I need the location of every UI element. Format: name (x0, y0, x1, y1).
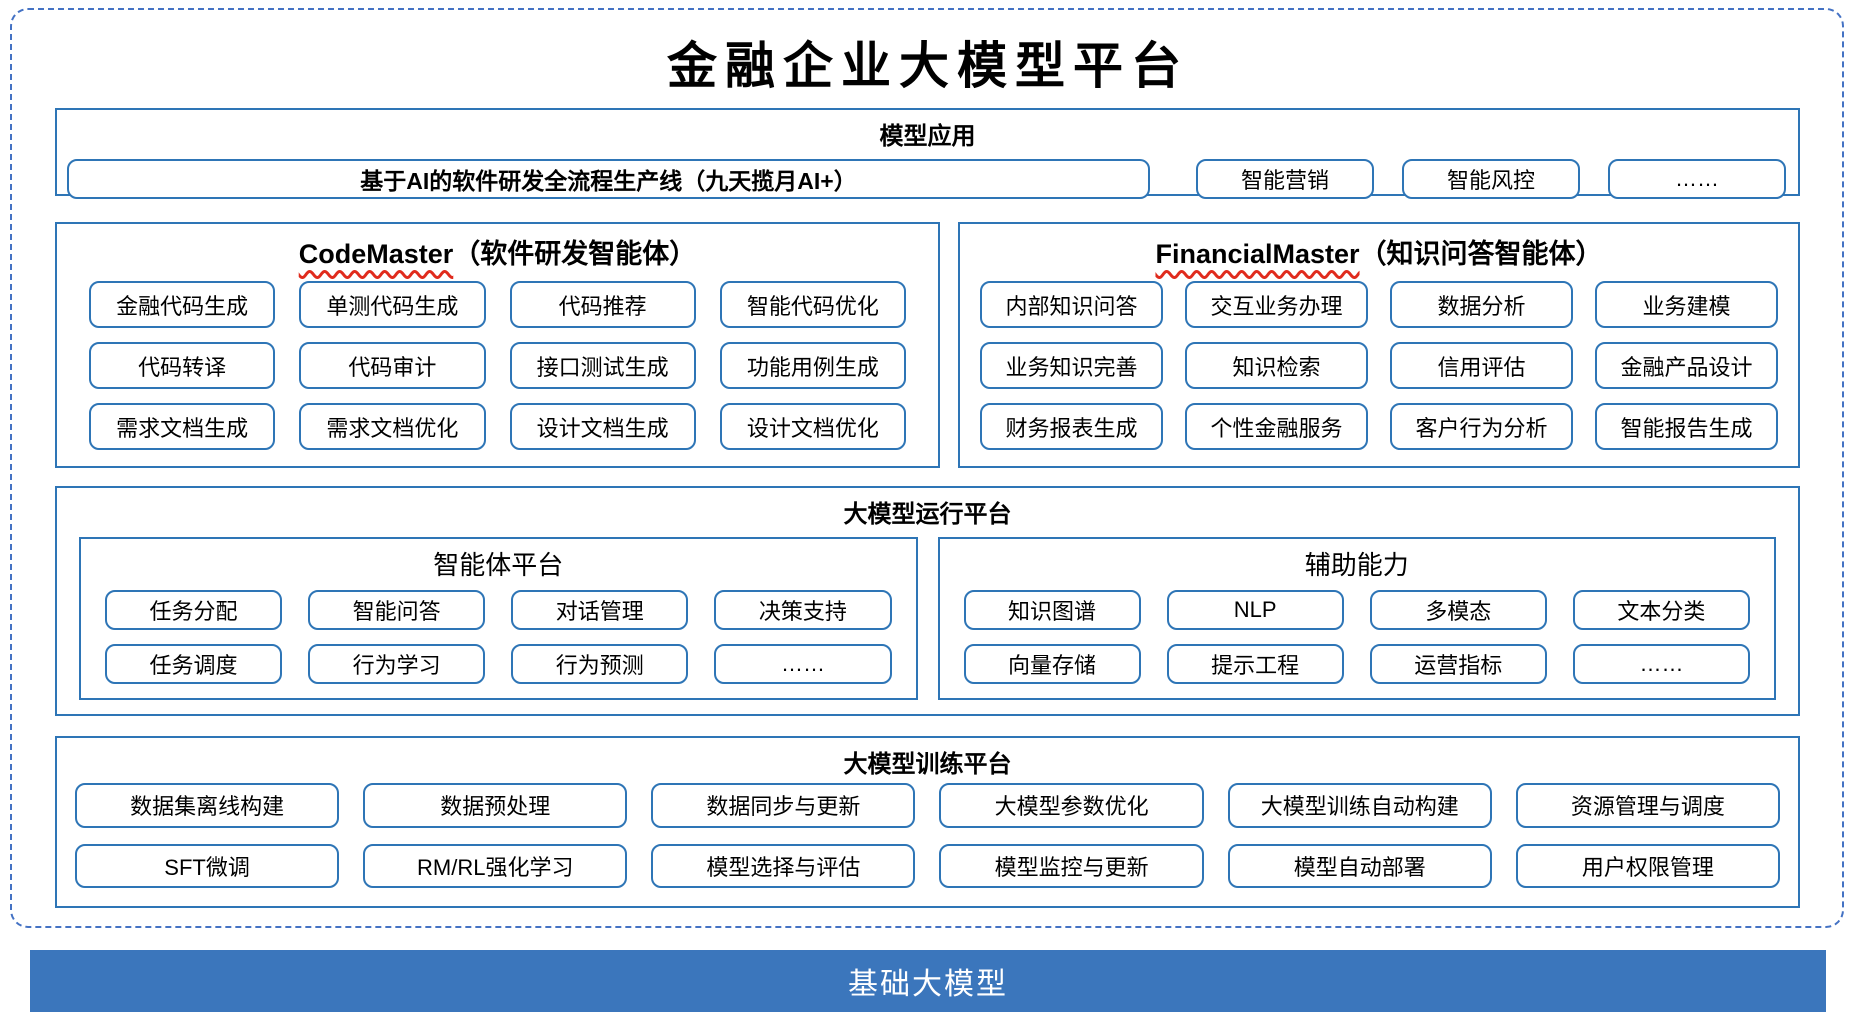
section-model-application-header: 模型应用 (879, 123, 976, 150)
financialmaster-capability-grid: 内部知识问答交互业务办理数据分析业务建模业务知识完善知识检索信用评估金融产品设计… (960, 281, 1798, 466)
training-platform-box: 模型自动部署 (1227, 843, 1492, 888)
financialmaster-capability-box: 智能报告生成 (1595, 403, 1778, 450)
auxiliary-capability-box: 向量存储 (963, 644, 1141, 684)
training-platform-box: 数据集离线构建 (75, 783, 340, 828)
financialmaster-capability-box: 业务建模 (1595, 281, 1778, 328)
codemaster-capability-box: 设计文档优化 (719, 403, 906, 450)
training-platform-box: SFT微调 (75, 843, 340, 888)
auxiliary-capability-grid: 知识图谱 NLP 多模态文本分类向量存储提示工程运营指标 …… (940, 590, 1775, 698)
auxiliary-capability-box: 知识图谱 (963, 590, 1141, 630)
agent-platform-box: 智能问答 (308, 590, 486, 630)
model-app-box: 智能风控 (1402, 159, 1580, 199)
training-platform-box: 数据预处理 (363, 783, 628, 828)
subpanel-auxiliary-capability: 辅助能力 知识图谱 NLP 多模态文本分类向量存储提示工程运营指标 …… (937, 537, 1776, 700)
section-training-platform-header: 大模型训练平台 (843, 751, 1012, 778)
codemaster-capability-grid: 金融代码生成单测代码生成代码推荐智能代码优化代码转译代码审计接口测试生成功能用例… (57, 281, 938, 466)
codemaster-capability-box: 代码转译 (89, 342, 276, 389)
section-runtime-platform: 大模型运行平台 智能体平台 任务分配智能问答对话管理决策支持任务调度行为学习行为… (55, 486, 1800, 716)
section-training-platform: 大模型训练平台 数据集离线构建数据预处理数据同步与更新大模型参数优化大模型训练自… (55, 736, 1800, 908)
codemaster-capability-box: 代码推荐 (509, 281, 696, 328)
auxiliary-capability-box: 运营指标 (1369, 644, 1547, 684)
financialmaster-capability-box: 客户行为分析 (1390, 403, 1573, 450)
runtime-subpanels-row: 智能体平台 任务分配智能问答对话管理决策支持任务调度行为学习行为预测 …… 辅助能… (57, 529, 1798, 714)
panel-codemaster-title: CodeMaster（软件研发智能体） (57, 224, 938, 281)
model-app-small-boxes: 智能营销智能风控 …… (1196, 159, 1786, 199)
auxiliary-capability-box: 文本分类 (1572, 590, 1750, 630)
training-platform-grid: 数据集离线构建数据预处理数据同步与更新大模型参数优化大模型训练自动构建资源管理与… (57, 779, 1798, 906)
financialmaster-capability-box: 金融产品设计 (1595, 342, 1778, 389)
model-app-main-pipeline-box: 基于AI的软件研发全流程生产线（九天揽月AI+） (67, 159, 1150, 199)
training-platform-box: 大模型训练自动构建 (1227, 783, 1492, 828)
training-platform-box: RM/RL强化学习 (363, 843, 628, 888)
codemaster-capability-box: 需求文档优化 (299, 403, 486, 450)
codemaster-capability-box: 单测代码生成 (299, 281, 486, 328)
financialmaster-capability-box: 内部知识问答 (980, 281, 1163, 328)
agent-platform-box: 行为学习 (308, 644, 486, 684)
subpanel-agent-platform: 智能体平台 任务分配智能问答对话管理决策支持任务调度行为学习行为预测 …… (79, 537, 918, 700)
training-platform-box: 大模型参数优化 (939, 783, 1204, 828)
codemaster-capability-box: 设计文档生成 (509, 403, 696, 450)
model-app-box: …… (1608, 159, 1786, 199)
training-platform-box: 用户权限管理 (1515, 843, 1780, 888)
training-platform-box: 模型监控与更新 (939, 843, 1204, 888)
auxiliary-capability-box: 多模态 (1369, 590, 1547, 630)
financialmaster-capability-box: 交互业务办理 (1185, 281, 1368, 328)
agent-platform-grid: 任务分配智能问答对话管理决策支持任务调度行为学习行为预测 …… (81, 590, 916, 698)
codemaster-capability-box: 金融代码生成 (89, 281, 276, 328)
codemaster-title-zh: （软件研发智能体） (453, 239, 697, 269)
agent-platform-box: 决策支持 (714, 590, 892, 630)
codemaster-capability-box: 代码审计 (299, 342, 486, 389)
financialmaster-title-en: FinancialMaster (1155, 239, 1360, 269)
training-platform-box: 资源管理与调度 (1515, 783, 1780, 828)
agent-platform-box: 任务分配 (105, 590, 283, 630)
outer-dashed-frame (10, 8, 1844, 928)
panel-financialmaster: FinancialMaster（知识问答智能体） 内部知识问答交互业务办理数据分… (958, 222, 1800, 468)
model-application-row: 基于AI的软件研发全流程生产线（九天揽月AI+） 智能营销智能风控 …… (57, 151, 1798, 211)
auxiliary-capability-box: …… (1572, 644, 1750, 684)
agent-platform-box: …… (714, 644, 892, 684)
panel-financialmaster-title: FinancialMaster（知识问答智能体） (960, 224, 1798, 281)
financialmaster-title-zh: （知识问答智能体） (1359, 239, 1603, 269)
financialmaster-capability-box: 知识检索 (1185, 342, 1368, 389)
codemaster-title-en: CodeMaster (298, 239, 454, 269)
subpanel-auxiliary-capability-title: 辅助能力 (1304, 550, 1409, 580)
agent-platform-box: 对话管理 (511, 590, 689, 630)
section-runtime-platform-header: 大模型运行平台 (843, 501, 1012, 528)
auxiliary-capability-box: 提示工程 (1166, 644, 1344, 684)
financialmaster-capability-box: 数据分析 (1390, 281, 1573, 328)
agent-platform-box: 行为预测 (511, 644, 689, 684)
agent-platform-box: 任务调度 (105, 644, 283, 684)
codemaster-capability-box: 接口测试生成 (509, 342, 696, 389)
training-platform-box: 数据同步与更新 (651, 783, 916, 828)
financialmaster-capability-box: 信用评估 (1390, 342, 1573, 389)
training-platform-box: 模型选择与评估 (651, 843, 916, 888)
financialmaster-capability-box: 个性金融服务 (1185, 403, 1368, 450)
base-model-bar: 基础大模型 (30, 950, 1826, 1012)
section-model-application: 模型应用 基于AI的软件研发全流程生产线（九天揽月AI+） 智能营销智能风控 …… (55, 108, 1800, 199)
financialmaster-capability-box: 业务知识完善 (980, 342, 1163, 389)
financialmaster-capability-box: 财务报表生成 (980, 403, 1163, 450)
panel-codemaster: CodeMaster（软件研发智能体） 金融代码生成单测代码生成代码推荐智能代码… (55, 222, 940, 468)
codemaster-capability-box: 功能用例生成 (719, 342, 906, 389)
auxiliary-capability-box: NLP (1166, 590, 1344, 630)
subpanel-agent-platform-title: 智能体平台 (433, 550, 564, 580)
codemaster-capability-box: 智能代码优化 (719, 281, 906, 328)
model-app-box: 智能营销 (1196, 159, 1374, 199)
codemaster-capability-box: 需求文档生成 (89, 403, 276, 450)
page-title: 金融企业大模型平台 (667, 36, 1189, 95)
